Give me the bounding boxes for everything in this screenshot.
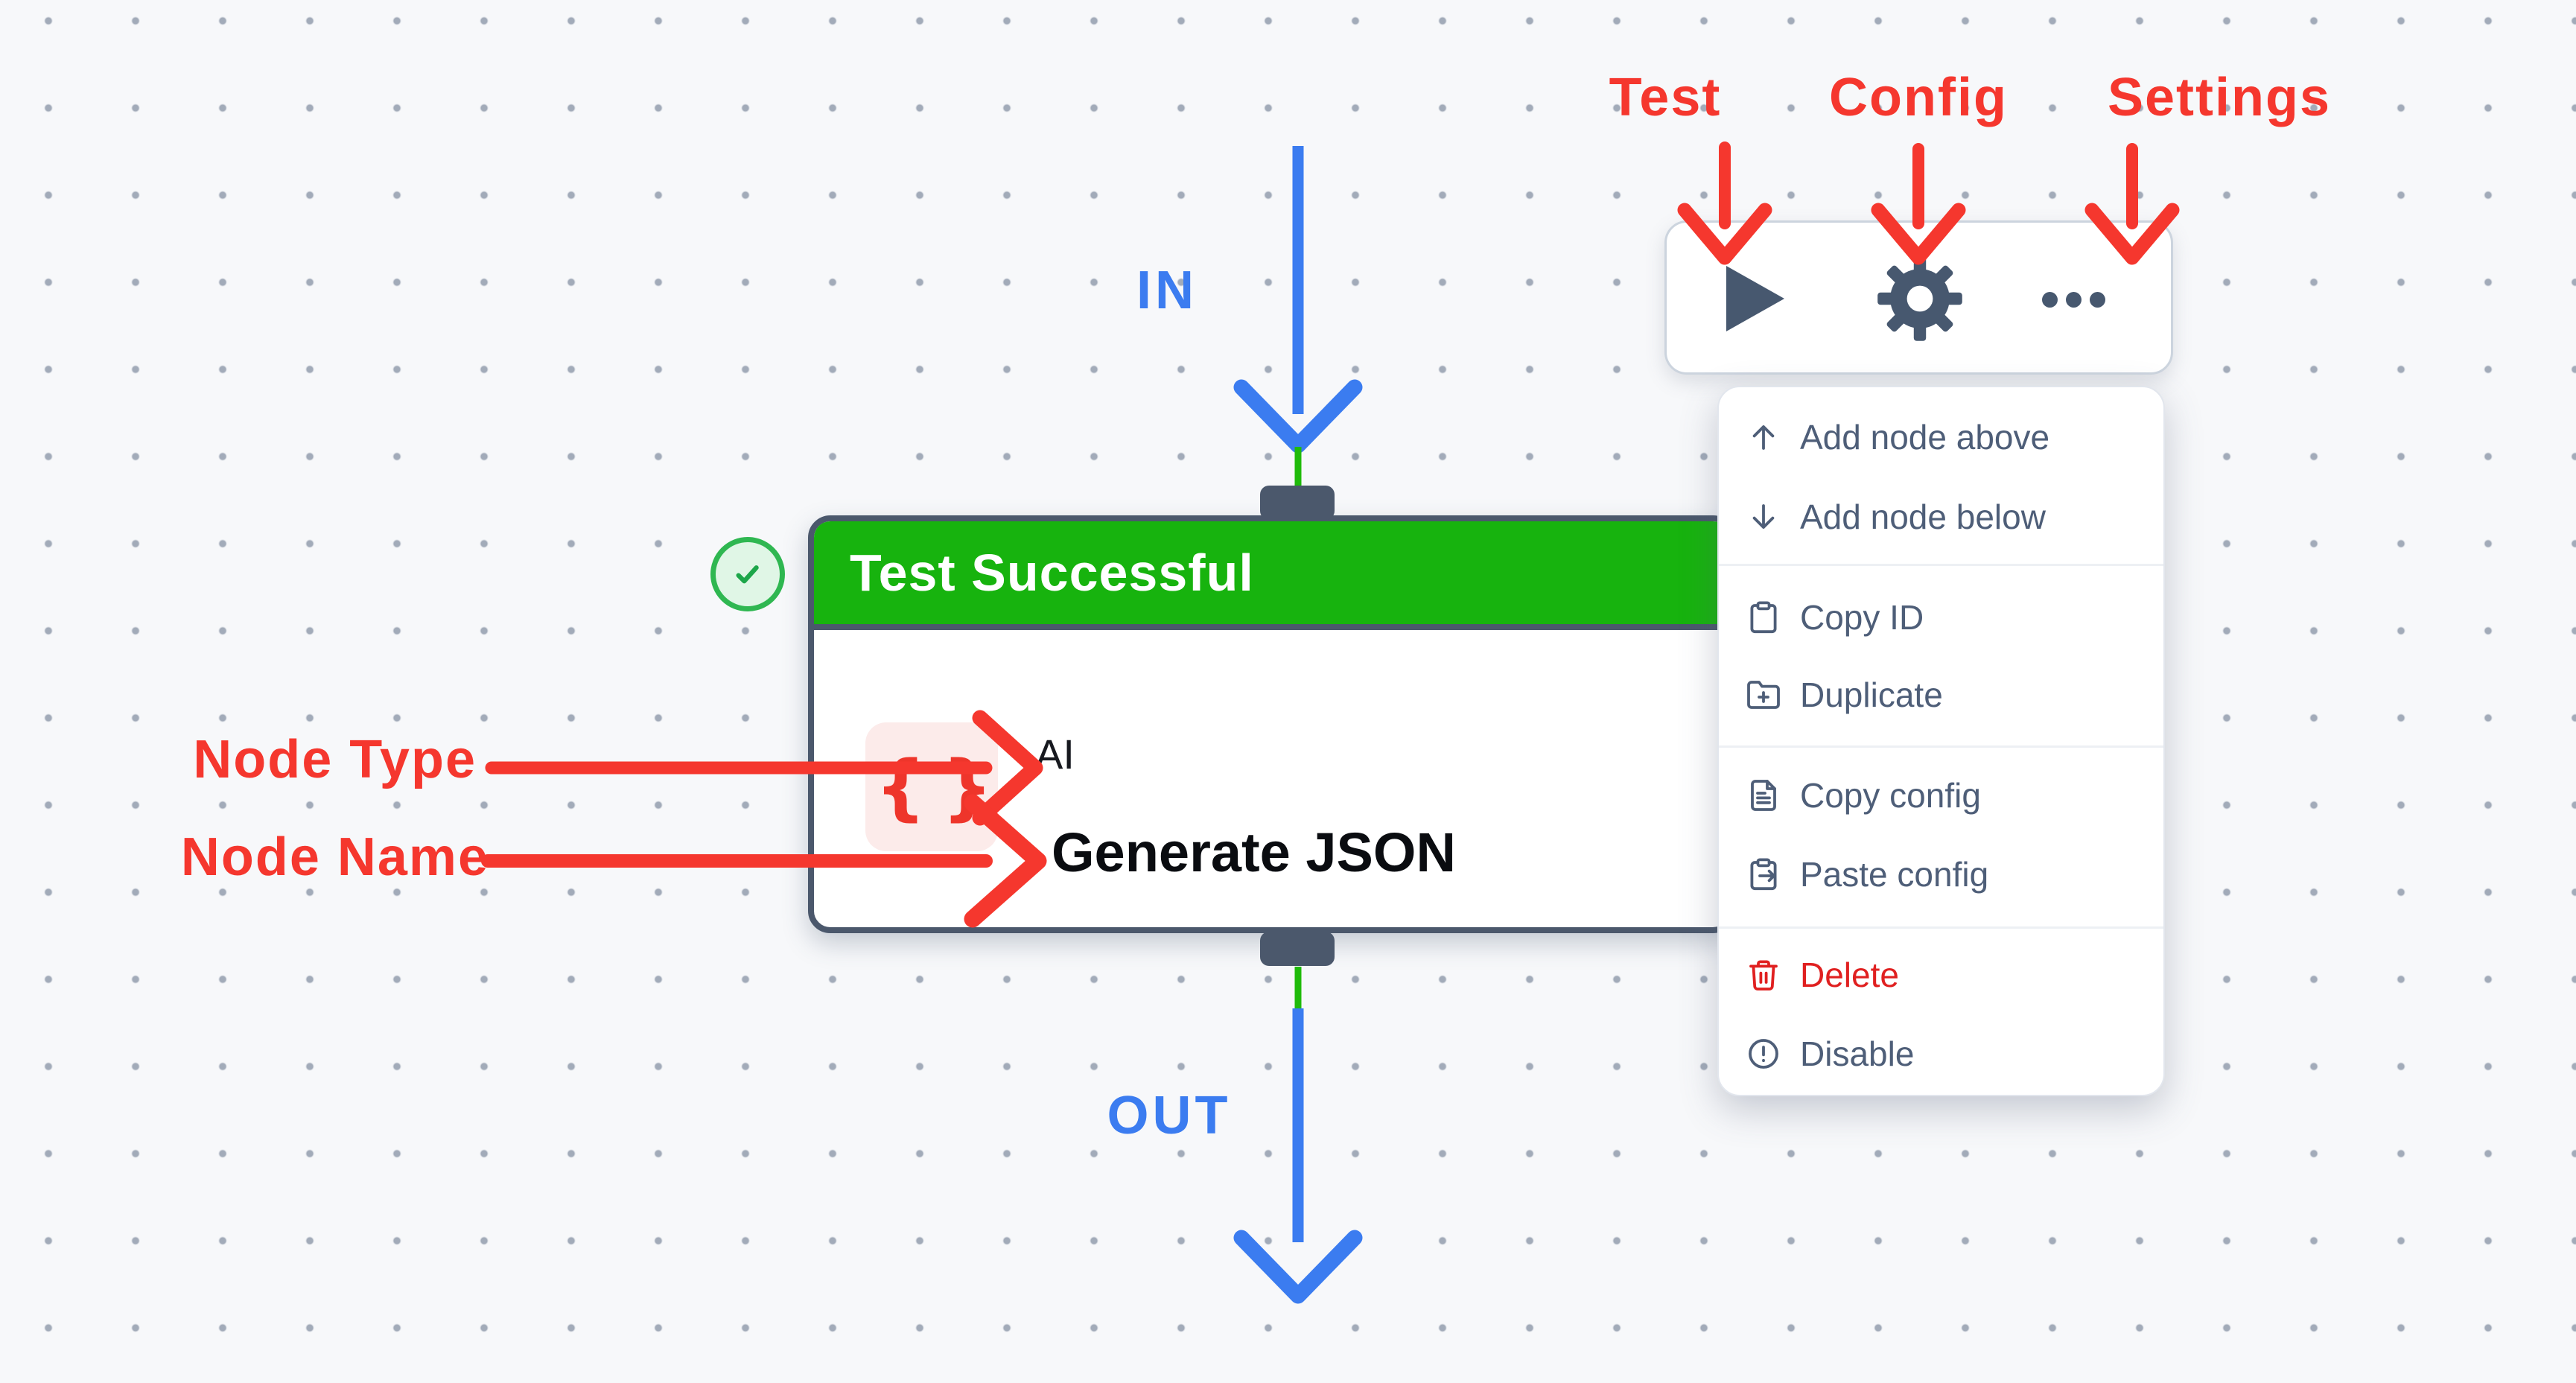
output-port-handle[interactable] bbox=[1260, 932, 1335, 966]
arrow-up-icon bbox=[1752, 425, 1775, 450]
braces-icon: { } bbox=[874, 745, 993, 829]
ellipsis-icon bbox=[2042, 291, 2058, 308]
menu-divider bbox=[1719, 745, 2163, 748]
menu-item-disable[interactable]: Disable bbox=[1719, 1030, 2163, 1078]
play-icon bbox=[1726, 266, 1784, 331]
file-lines-icon bbox=[1751, 780, 1776, 811]
check-icon bbox=[736, 565, 759, 584]
menu-item-add-node-below[interactable]: Add node below bbox=[1719, 493, 2163, 541]
menu-item-delete[interactable]: Delete bbox=[1719, 951, 2163, 999]
flow-in-label: IN bbox=[1136, 261, 1198, 320]
arrow-down-icon bbox=[1752, 504, 1775, 529]
settings-menu-button[interactable] bbox=[2042, 291, 2114, 308]
folder-plus-icon bbox=[1747, 681, 1780, 709]
node-status-text: Test Successful bbox=[850, 544, 1254, 602]
annotation-node-type-label: Node Type bbox=[193, 730, 477, 789]
node-toolbar bbox=[1664, 220, 2173, 375]
menu-item-copy-id[interactable]: Copy ID bbox=[1719, 594, 2163, 641]
trash-icon bbox=[1749, 960, 1778, 991]
annotation-config-label: Config bbox=[1829, 68, 2008, 127]
circle-exclamation-icon bbox=[1749, 1039, 1778, 1069]
menu-divider bbox=[1719, 564, 2163, 566]
config-button[interactable] bbox=[1877, 255, 1963, 342]
node-name-text: Generate JSON bbox=[1052, 821, 1456, 883]
gear-icon bbox=[1877, 256, 1962, 341]
in-flow-arrow bbox=[1233, 146, 1363, 454]
clipboard-arrow-icon bbox=[1750, 858, 1777, 891]
menu-item-copy-config[interactable]: Copy config bbox=[1719, 772, 2163, 819]
annotation-settings-label: Settings bbox=[2107, 68, 2332, 127]
workflow-node[interactable]: Test Successful { } AI Generate JSON bbox=[808, 515, 1735, 933]
node-status-banner: Test Successful bbox=[814, 521, 1729, 630]
annotation-test-label: Test bbox=[1609, 68, 1722, 127]
input-port-handle[interactable] bbox=[1260, 486, 1335, 520]
menu-item-add-node-above[interactable]: Add node above bbox=[1719, 413, 2163, 461]
menu-divider bbox=[1719, 926, 2163, 929]
menu-item-paste-config[interactable]: Paste config bbox=[1719, 851, 2163, 898]
clipboard-icon bbox=[1750, 601, 1777, 634]
node-context-menu: Add node above Add node below Copy ID Du… bbox=[1717, 386, 2165, 1096]
node-type-text: AI bbox=[1035, 731, 1075, 778]
out-flow-arrow bbox=[1233, 1008, 1363, 1304]
test-run-button[interactable] bbox=[1722, 264, 1790, 333]
node-type-chip: { } bbox=[865, 722, 998, 851]
annotation-node-name-label: Node Name bbox=[180, 827, 489, 887]
flow-out-label: OUT bbox=[1107, 1086, 1232, 1145]
menu-item-duplicate[interactable]: Duplicate bbox=[1719, 671, 2163, 719]
success-check-badge bbox=[710, 537, 785, 611]
